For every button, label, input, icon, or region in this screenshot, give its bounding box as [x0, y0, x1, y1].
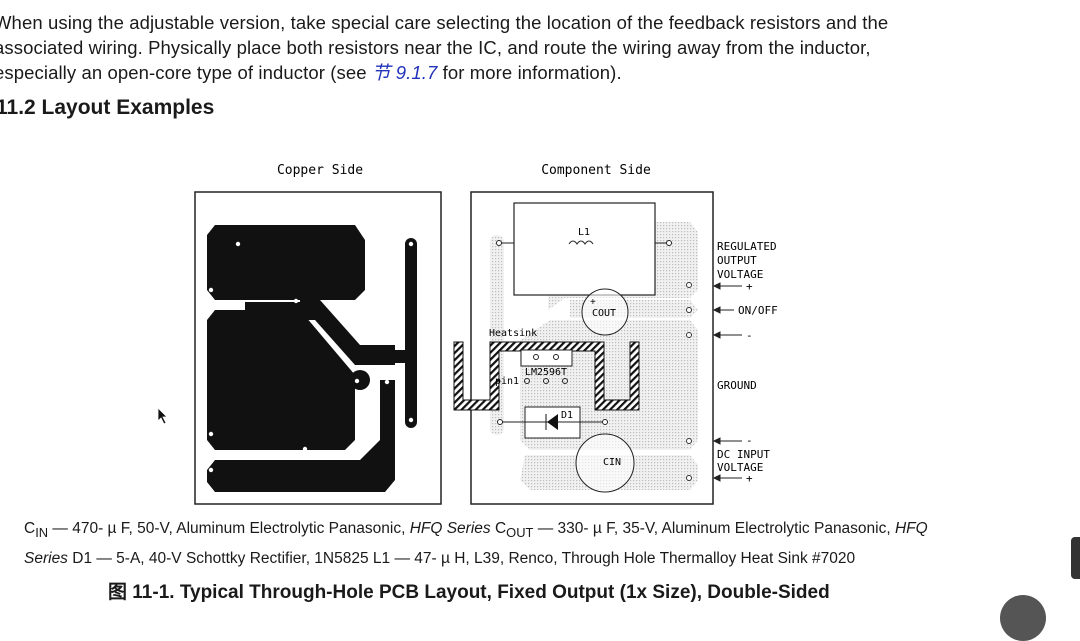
minus-terminal: -: [746, 434, 753, 447]
section-heading: 11.2 Layout Examples: [0, 96, 215, 119]
cout-label: COUT: [592, 308, 616, 319]
notes-line: CIN — 470- µ F, 50-V, Aluminum Electroly…: [24, 516, 928, 546]
component-notes: CIN — 470- µ F, 50-V, Aluminum Electroly…: [24, 516, 928, 572]
plus-terminal: +: [746, 280, 753, 293]
floating-action-button[interactable]: [1000, 595, 1046, 641]
note-text: D1 — 5-A, 40-V Schottky Rectifier, 1N582…: [67, 550, 856, 568]
note-subscript: OUT: [506, 525, 534, 541]
note-italic: Series: [24, 550, 68, 568]
component-side-board: L1 COUT + Heatsink LM2596T pin1 D1 CIN: [453, 191, 714, 505]
diode-label: D1: [561, 410, 573, 421]
regulated-label: REGULATED: [717, 240, 777, 253]
plus-terminal: +: [746, 472, 753, 485]
copper-side-label: Copper Side: [277, 163, 363, 178]
note-text: C: [490, 520, 507, 537]
inductor-label: L1: [578, 227, 590, 238]
dc-input-label: DC INPUT: [717, 448, 770, 461]
scrollbar-thumb[interactable]: [1071, 537, 1080, 579]
copper-side-board: [194, 191, 442, 505]
cout-capacitor: [581, 288, 629, 336]
dc-input-label: VOLTAGE: [717, 461, 763, 474]
ic-label: LM2596T: [525, 367, 567, 378]
plus-sign: +: [590, 297, 596, 308]
body-paragraph: When using the adjustable version, take …: [0, 10, 994, 85]
figure-caption: 图 11-1. Typical Through-Hole PCB Layout,…: [108, 582, 830, 603]
note-subscript: IN: [35, 525, 49, 541]
note-text: — 470- µ F, 50-V, Aluminum Electrolytic …: [48, 520, 410, 537]
paragraph-line: associated wiring. Physically place both…: [0, 37, 871, 58]
terminal-arrows: [712, 282, 742, 482]
ground-label: GROUND: [717, 379, 757, 392]
cin-capacitor: [575, 433, 635, 493]
pcb-layout-figure: Copper Side Component Side L1 COUT +: [194, 163, 778, 505]
heatsink: [453, 341, 640, 411]
section-link[interactable]: 节 9.1.7: [371, 62, 438, 83]
inductor-symbol: [568, 240, 594, 245]
note-italic: HFQ: [894, 520, 928, 537]
mouse-cursor-icon: [157, 407, 168, 425]
regulated-label: OUTPUT: [717, 254, 757, 267]
component-side-label: Component Side: [541, 163, 651, 178]
pin1-label: pin1: [495, 376, 519, 387]
note-italic: HFQ Series: [409, 520, 491, 537]
minus-terminal: -: [746, 329, 753, 342]
note-text: — 330- µ F, 35-V, Aluminum Electrolytic …: [533, 520, 895, 537]
notes-line: Series D1 — 5-A, 40-V Schottky Rectifier…: [24, 546, 928, 572]
cin-label: CIN: [603, 457, 621, 468]
note-text: C: [24, 520, 36, 537]
paragraph-line: When using the adjustable version, take …: [0, 12, 889, 33]
terminal-labels: REGULATED OUTPUT VOLTAGE + ON/OFF - GROU…: [717, 240, 778, 485]
paragraph-line: especially an open-core type of inductor…: [0, 60, 994, 85]
regulated-label: VOLTAGE: [717, 268, 763, 281]
paragraph-text: for more information).: [437, 62, 622, 83]
heatsink-label: Heatsink: [489, 328, 537, 339]
paragraph-text: especially an open-core type of inductor…: [0, 62, 372, 83]
diode-symbol: [547, 414, 558, 430]
on-off-label: ON/OFF: [738, 304, 778, 317]
